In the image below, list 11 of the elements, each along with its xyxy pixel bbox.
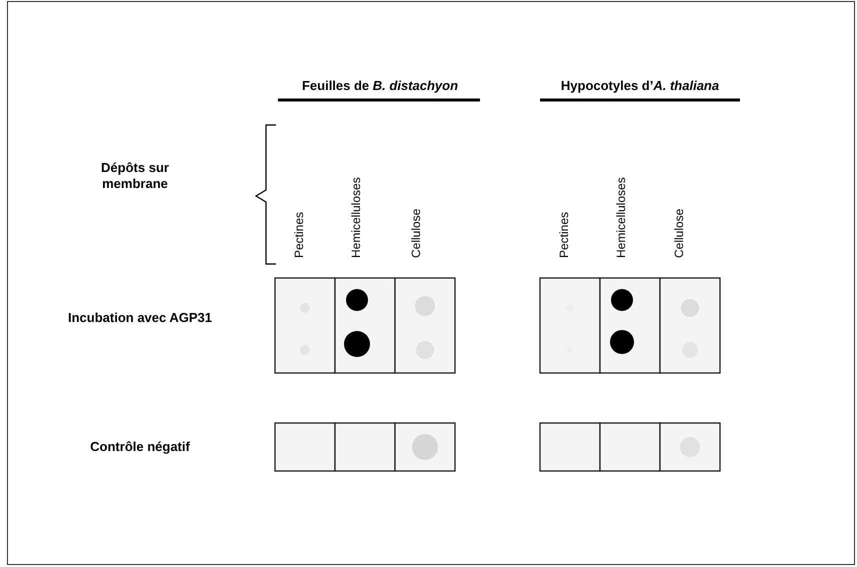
row-label: Dépôts sur membrane [100,160,170,192]
column-heading: Hypocotyles d’A. thaliana [560,78,720,94]
row-label: Incubation avec AGP31 [66,310,213,326]
column-label: Cellulose [671,208,687,258]
column-heading: Feuilles de B. distachyon [300,78,460,94]
column-label: Hemicelluloses [613,177,629,258]
column-label: Pectines [556,212,572,258]
row-label: Contrôle négatif [89,439,191,455]
column-label: Hemicelluloses [348,177,364,258]
column-label: Pectines [291,212,307,258]
column-label: Cellulose [408,208,424,258]
